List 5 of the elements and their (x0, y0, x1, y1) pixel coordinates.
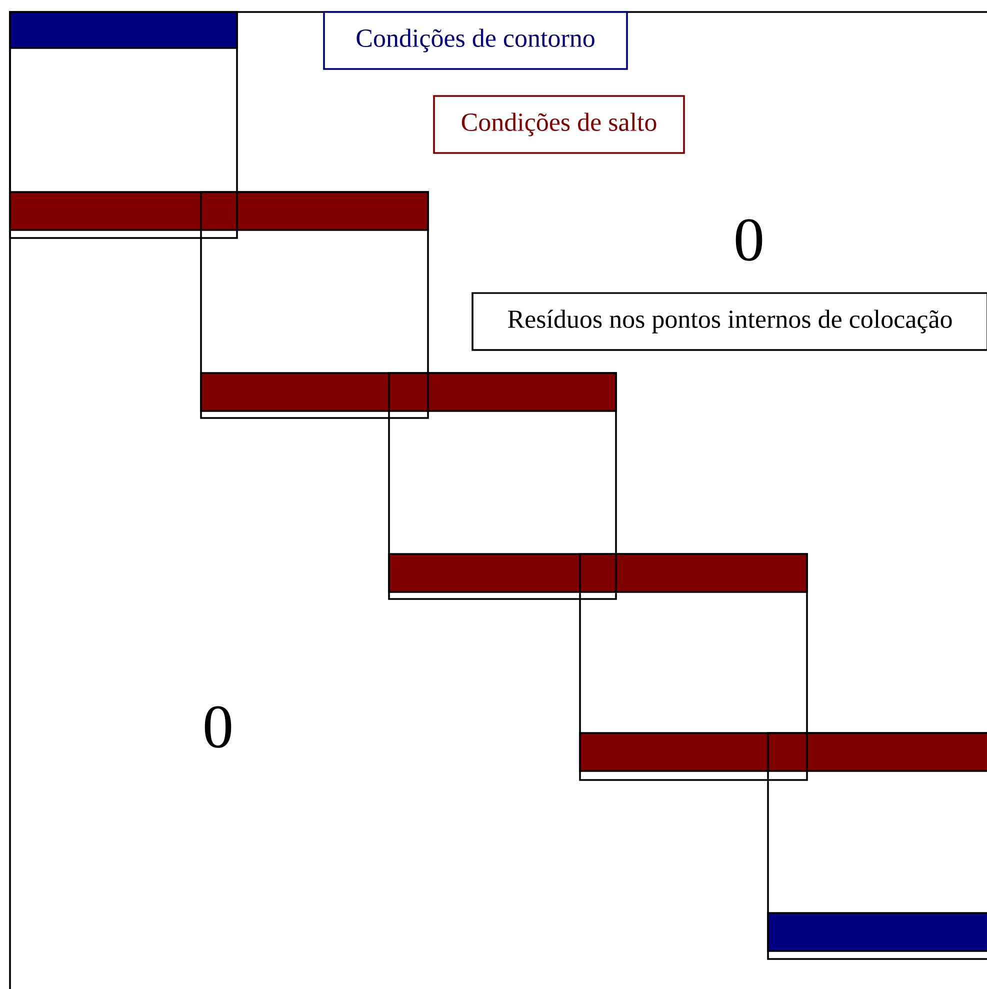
matrix-entry: 0 (204, 706, 232, 748)
matrix-entry: 0 (736, 219, 762, 261)
legend-box: Condições de salto (433, 95, 685, 154)
legend-box: Condições de contorno (323, 11, 628, 70)
legend-box: Resíduos nos pontos internos de colocação (472, 292, 987, 351)
